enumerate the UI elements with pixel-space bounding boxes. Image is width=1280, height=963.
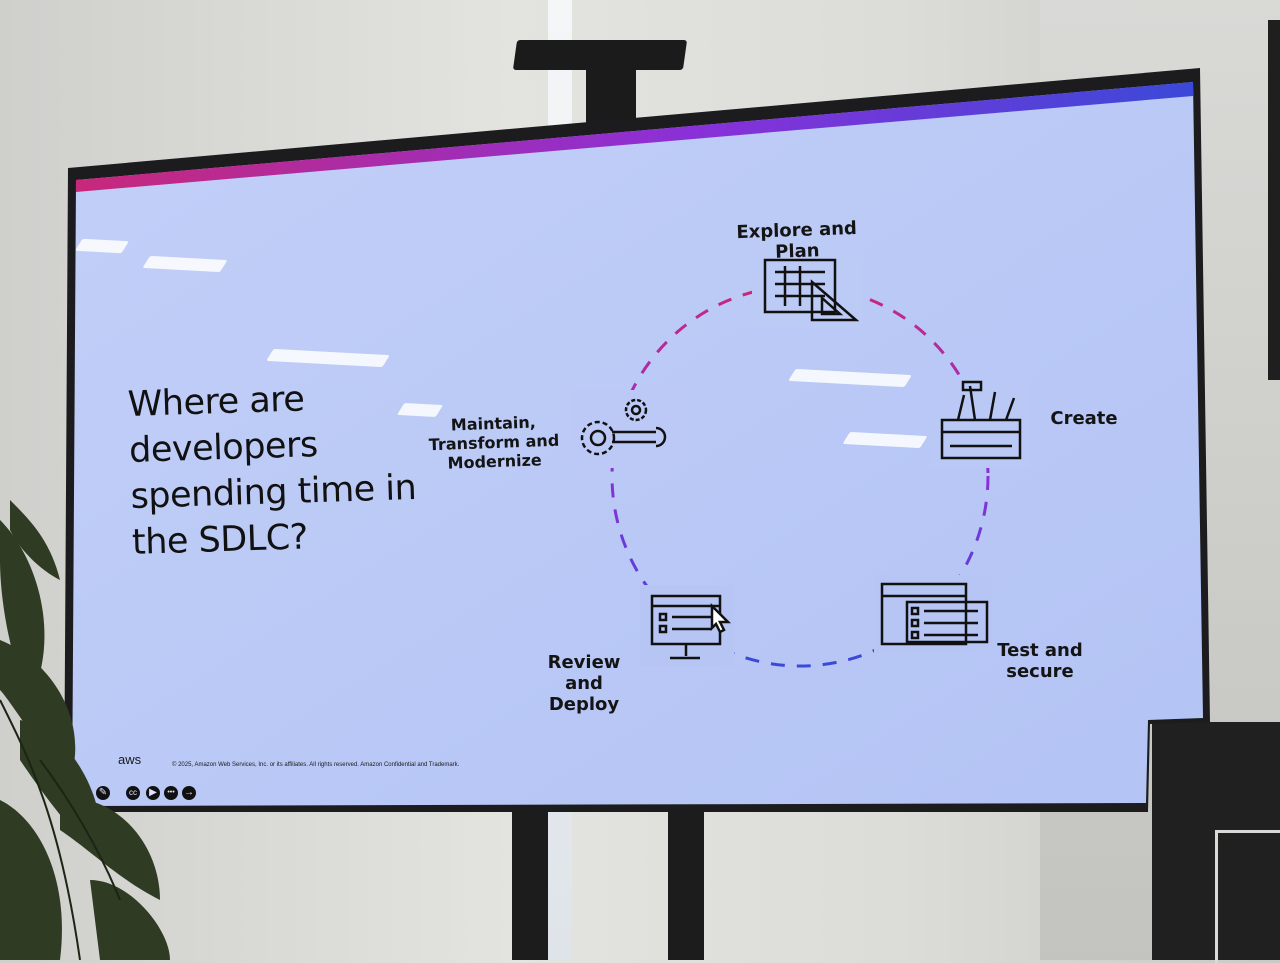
toolbox-icon <box>940 380 1022 460</box>
pen-icon[interactable]: ✎ <box>96 786 110 800</box>
checklist-window-icon <box>880 582 989 646</box>
icon-mask <box>752 250 862 328</box>
footer-copyright: © 2025, Amazon Web Services, Inc. or its… <box>172 762 460 768</box>
blueprint-icon <box>763 258 860 322</box>
captions-icon[interactable]: cc <box>126 786 140 800</box>
more-options-icon[interactable]: ••• <box>164 786 178 800</box>
wall-frame <box>1268 20 1280 380</box>
next-slide-icon[interactable]: → <box>182 786 196 800</box>
stage-label-create: Create <box>1050 408 1118 429</box>
gears-wrench-icon <box>580 398 667 456</box>
icon-mask <box>874 575 992 653</box>
monitor-icon <box>650 594 732 660</box>
stand-leg-left <box>512 810 548 960</box>
icon-mask <box>930 380 1028 468</box>
stage-label-test: Test and secure <box>997 640 1083 682</box>
camera-icon[interactable]: ▶ <box>146 786 160 800</box>
aws-logo: aws <box>118 752 142 767</box>
cabinet-frame <box>1215 830 1280 963</box>
stand-leg-right <box>668 810 704 960</box>
stage-label-review: Review and Deploy <box>547 652 621 715</box>
slide-accent-bar <box>76 82 1193 192</box>
